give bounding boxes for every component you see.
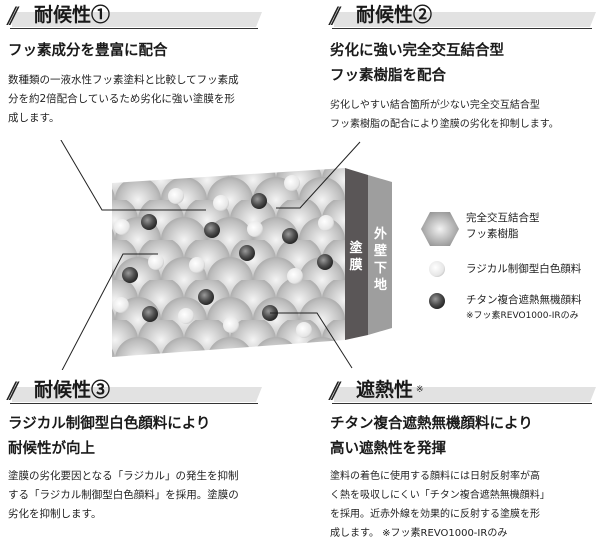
subtitle-line: チタン複合遮熱無機顔料により [330,415,533,432]
subtitle-line: フッ素樹脂を配合 [330,67,446,84]
coating-layer-label: 塗膜 [349,241,363,273]
section-weather-resistance-3: // 耐候性③ ラジカル制御型白色顔料により 耐候性が向上 塗膜の劣化要因となる… [0,375,300,524]
heading-bar [334,12,596,27]
section-heat-shielding: // 遮熱性※ チタン複合遮熱無機顔料により 高い遮熱性を発揮 塗料の着色に使用… [322,375,600,543]
double-slash-icon: // [330,4,340,29]
section-body: 塗料の着色に使用する顔料には日射反射率が高 く熱を吸収しにくい「チタン複合遮熱無… [330,467,600,543]
legend-note: ※フッ素REVO1000-IRのみ [466,311,579,321]
section-heading: // 耐候性③ [0,375,300,405]
body-line: する「ラジカル制御型白色顔料」を採用。塗膜の [8,489,239,501]
heading-rule [332,403,592,404]
body-line: く熱を吸収しにくい「チタン複合遮熱無機顔料」 [330,490,550,501]
heading-bar [12,387,262,402]
legend-item-resin: 完全交互結合型 フッ素樹脂 [466,210,540,242]
heading-footnote-mark: ※ [416,385,424,395]
subtitle-line: 高い遮熱性を発揮 [330,440,446,457]
section-body: 塗膜の劣化要因となる「ラジカル」の発生を抑制 する「ラジカル制御型白色顔料」を採… [8,467,300,524]
legend-item-dark-pigment: チタン複合遮熱無機顔料 ※フッ素REVO1000-IRのみ [466,292,582,324]
legend-label: 完全交互結合型 [466,212,540,224]
section-weather-resistance-2: // 耐候性② 劣化に強い完全交互結合型 フッ素樹脂を配合 劣化しやすい結合箇所… [322,0,600,134]
heading-rule [10,403,258,404]
section-subtitle: フッ素成分を豊富に配合 [8,38,300,63]
double-slash-icon: // [330,379,340,404]
substrate-layer-label: 外壁下地 [373,227,387,293]
body-line: 成します。 [8,112,60,124]
section-weather-resistance-1: // 耐候性① フッ素成分を豊富に配合 数種類の一液水性フッ素塗料と比較してフッ… [0,0,300,128]
legend-label: ラジカル制御型白色顔料 [466,263,582,275]
heading-rule [332,28,592,29]
section-subtitle: チタン複合遮熱無機顔料により 高い遮熱性を発揮 [330,411,600,461]
heading-title: 耐候性③ [34,379,111,401]
legend-label: チタン複合遮熱無機顔料 [466,294,582,306]
section-heading: // 遮熱性※ [322,375,600,405]
body-line: 塗膜の劣化要因となる「ラジカル」の発生を抑制 [8,470,239,482]
heading-title: 耐候性① [34,4,111,26]
section-subtitle: ラジカル制御型白色顔料により 耐候性が向上 [8,411,300,461]
body-line: 成します。 ※フッ素REVO1000-IRのみ [330,528,508,539]
heading-bar [334,387,596,402]
coating-cross-section-illustration [57,134,392,379]
body-line: 数種類の一液水性フッ素塗料と比較してフッ素成 [8,74,239,86]
heading-rule [10,28,258,29]
dark-sphere-icon [429,293,445,309]
body-line: 塗料の着色に使用する顔料には日射反射率が高 [330,471,540,482]
subtitle-line: ラジカル制御型白色顔料により [8,415,211,432]
subtitle-line: フッ素成分を豊富に配合 [8,42,168,59]
heading-bar [12,12,262,27]
body-line: 分を約2倍配合しているため劣化に強い塗膜を形 [8,93,235,105]
white-sphere-icon [429,261,445,277]
section-body: 数種類の一液水性フッ素塗料と比較してフッ素成 分を約2倍配合しているため劣化に強… [8,71,300,128]
section-heading: // 耐候性② [322,0,600,30]
heading-title: 遮熱性※ [356,378,424,402]
body-line: を採用。近赤外線を効果的に反射する塗膜を形 [330,509,540,520]
section-subtitle: 劣化に強い完全交互結合型 フッ素樹脂を配合 [330,38,600,88]
legend-label: フッ素樹脂 [466,228,519,240]
heading-text: 遮熱性 [356,379,414,401]
coating-structure-diagram: 塗膜 外壁下地 完全交互結合型 フッ素樹脂 ラジカル制御型白色顔料 チタン複合遮… [0,134,600,379]
body-line: 劣化しやすい結合箇所が少ない完全交互結合型 [330,100,540,111]
double-slash-icon: // [8,379,18,404]
hexagon-resin-icon [421,212,459,246]
section-body: 劣化しやすい結合箇所が少ない完全交互結合型 フッ素樹脂の配合により塗膜の劣化を抑… [330,96,600,134]
legend-item-white-pigment: ラジカル制御型白色顔料 [466,261,581,277]
body-line: フッ素樹脂の配合により塗膜の劣化を抑制します。 [330,119,559,130]
subtitle-line: 劣化に強い完全交互結合型 [330,42,504,59]
section-heading: // 耐候性① [0,0,300,30]
subtitle-line: 耐候性が向上 [8,440,95,457]
body-line: 劣化を抑制します。 [8,508,102,520]
heading-title: 耐候性② [356,4,433,26]
double-slash-icon: // [8,4,18,29]
